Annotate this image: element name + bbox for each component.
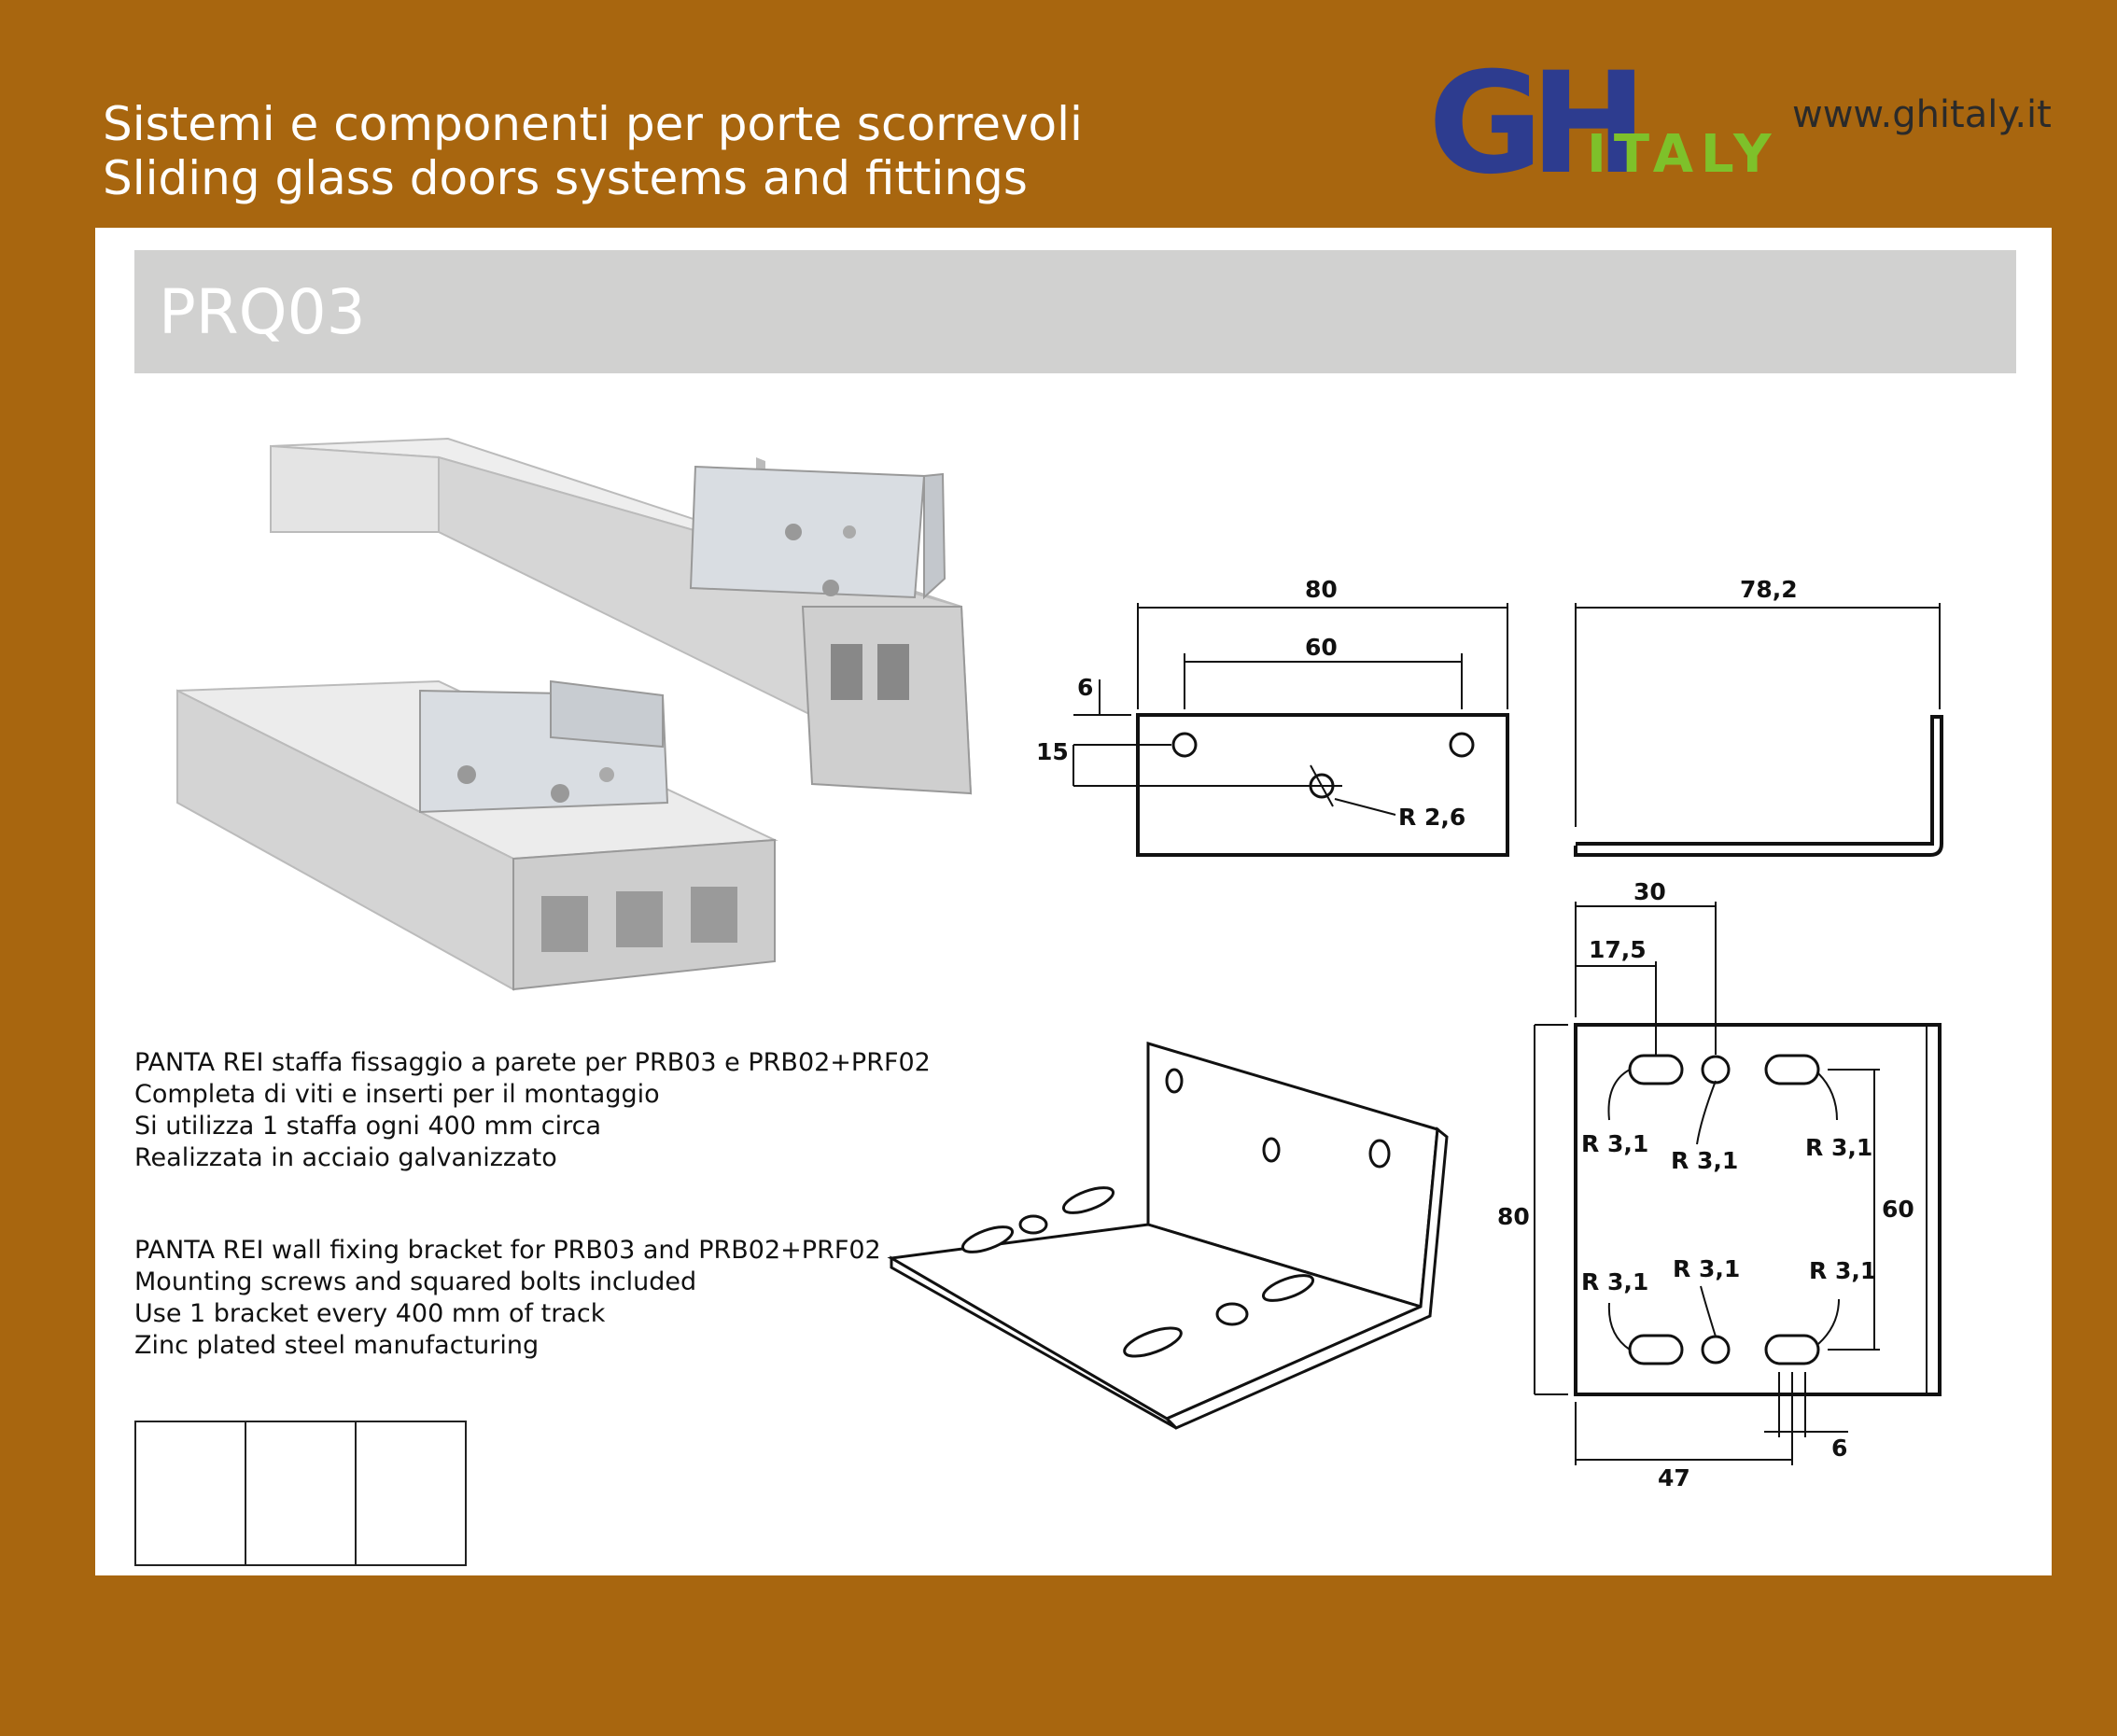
icon-box <box>246 1422 357 1564</box>
description-english: PANTA REI wall fixing bracket for PRB03 … <box>134 1235 881 1362</box>
top-view <box>1534 902 1942 1465</box>
dim-slot-radius: R 3,1 <box>1581 1130 1648 1157</box>
title-bar: PRQ03 <box>134 250 2016 373</box>
dim-slot-radius: R 3,1 <box>1809 1257 1876 1284</box>
dim-side-length: 78,2 <box>1740 576 1798 603</box>
ghitaly-logo: GH ITALY <box>1428 43 1772 205</box>
rail-profile-illustration <box>176 437 973 991</box>
dim-slot-radius: R 3,1 <box>1673 1255 1740 1282</box>
dim-front-center: 15 <box>1036 738 1069 765</box>
dim-top-6: 6 <box>1831 1435 1847 1462</box>
dim-top-17-5: 17,5 <box>1589 936 1647 963</box>
certification-boxes <box>134 1421 467 1566</box>
dim-slot-radius: R 3,1 <box>1581 1268 1648 1295</box>
desc-it-line: Si utilizza 1 staffa ogni 400 mm circa <box>134 1112 601 1141</box>
subtitle-italian: Sistemi e componenti per porte scorrevol… <box>103 97 1083 151</box>
dim-top-30: 30 <box>1633 878 1666 905</box>
desc-it-line: Completa di viti e inserti per il montag… <box>134 1080 660 1109</box>
desc-en-line: Mounting screws and squared bolts includ… <box>134 1267 697 1296</box>
dim-top-47: 47 <box>1658 1464 1690 1491</box>
desc-en-line: Zinc plated steel manufacturing <box>134 1331 540 1360</box>
desc-it-line: Realizzata in acciaio galvanizzato <box>134 1143 557 1172</box>
dim-front-offset: 6 <box>1077 674 1093 701</box>
dim-slot-radius: R 3,1 <box>1671 1147 1738 1174</box>
dim-front-spacing: 60 <box>1305 634 1338 661</box>
lower-rail <box>176 679 778 991</box>
desc-it-line: PANTA REI staffa fissaggio a parete per … <box>134 1048 931 1077</box>
logo-italy: ITALY <box>1587 124 1779 185</box>
logo-gh: GH <box>1428 43 1634 205</box>
upper-rail <box>270 437 973 795</box>
side-view <box>1574 603 1943 857</box>
icon-box <box>136 1422 246 1564</box>
front-view <box>1073 603 1509 857</box>
desc-en-line: Use 1 bracket every 400 mm of track <box>134 1299 606 1328</box>
dim-front-width: 80 <box>1305 576 1338 603</box>
dim-top-60: 60 <box>1882 1196 1914 1223</box>
dimension-labels: 80 60 6 15 R 2,6 78,2 30 17,5 80 60 47 6… <box>1036 576 1914 1491</box>
dim-top-height: 80 <box>1497 1203 1530 1230</box>
website-link[interactable]: www.ghitaly.it <box>1792 93 2052 136</box>
description-italian: PANTA REI staffa fissaggio a parete per … <box>134 1047 931 1174</box>
dim-slot-radius: R 3,1 <box>1805 1134 1872 1161</box>
product-code: PRQ03 <box>159 276 366 348</box>
dim-front-radius: R 2,6 <box>1398 804 1465 831</box>
bracket-3d-illustration <box>887 1041 1449 1430</box>
desc-en-line: PANTA REI wall fixing bracket for PRB03 … <box>134 1236 881 1265</box>
subtitle-english: Sliding glass doors systems and fittings <box>103 151 1028 205</box>
